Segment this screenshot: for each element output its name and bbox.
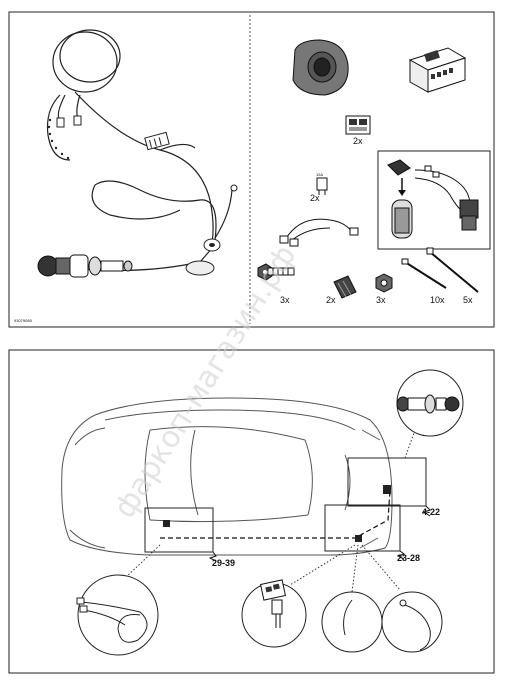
cable-ties-part <box>401 247 479 293</box>
socket-7pin-part <box>292 39 349 96</box>
inset-adapter <box>387 159 479 239</box>
jumper-cable-part <box>279 218 359 247</box>
fuse-qty: 2x <box>310 193 320 203</box>
trunk-leader <box>396 550 406 560</box>
callout-lines <box>124 429 416 593</box>
mounting-plate <box>185 260 215 276</box>
front-leader <box>208 551 217 562</box>
rear-zone-box <box>347 457 427 507</box>
relay-connector-part <box>345 115 371 135</box>
car-outline <box>61 397 393 556</box>
cable-tie-short-qty: 10x <box>430 295 445 305</box>
wiring-harness <box>46 29 233 272</box>
screw-qty: 3x <box>280 295 290 305</box>
trunk-module-marker <box>355 535 362 542</box>
bottom-panel-frame <box>8 349 495 674</box>
detail-circle-front <box>77 574 159 656</box>
inset-box <box>377 150 491 250</box>
harness-route <box>160 489 391 539</box>
detail-circle-wire <box>321 591 383 653</box>
fuse-rating: 15A <box>316 172 323 177</box>
detail-front-wire <box>76 597 148 643</box>
control-module-part <box>408 47 467 93</box>
top-panel-frame <box>8 11 495 328</box>
socket-assembly-left <box>37 254 133 278</box>
watermark-text: фаркоп-магазин.рф <box>107 239 303 524</box>
ring-terminal <box>230 184 238 192</box>
tape-qty: 2x <box>326 295 336 305</box>
nut-part <box>375 273 393 293</box>
screw-part <box>257 263 295 281</box>
corrugated-sleeve <box>47 118 70 160</box>
drawing-code: 93079085 <box>14 318 33 323</box>
detail-relay-connector <box>259 579 287 628</box>
front-range-label: 29-39 <box>212 558 235 568</box>
cable-tie-long-qty: 5x <box>463 295 473 305</box>
front-zone-box <box>144 507 214 553</box>
fuse-part <box>316 177 328 195</box>
harness-multipin-connector <box>144 131 170 151</box>
nut-qty: 3x <box>376 295 386 305</box>
detail-ground-wire <box>399 599 431 651</box>
detail-circle-ground <box>381 591 443 653</box>
rear-range-label: 4-22 <box>422 507 440 517</box>
front-connection-marker <box>163 520 170 527</box>
relay-connector-qty: 2x <box>353 136 363 146</box>
rear-socket-marker <box>383 485 391 494</box>
trunk-range-label: 23-28 <box>397 553 420 563</box>
detail-socket-illustration <box>396 394 460 414</box>
detail-wire-illustration <box>343 599 353 636</box>
tape-part <box>333 275 357 299</box>
trunk-zone-box <box>324 504 401 552</box>
harness-plug-a <box>56 117 65 128</box>
rear-leader <box>422 505 431 517</box>
harness-plug-b <box>73 115 82 126</box>
